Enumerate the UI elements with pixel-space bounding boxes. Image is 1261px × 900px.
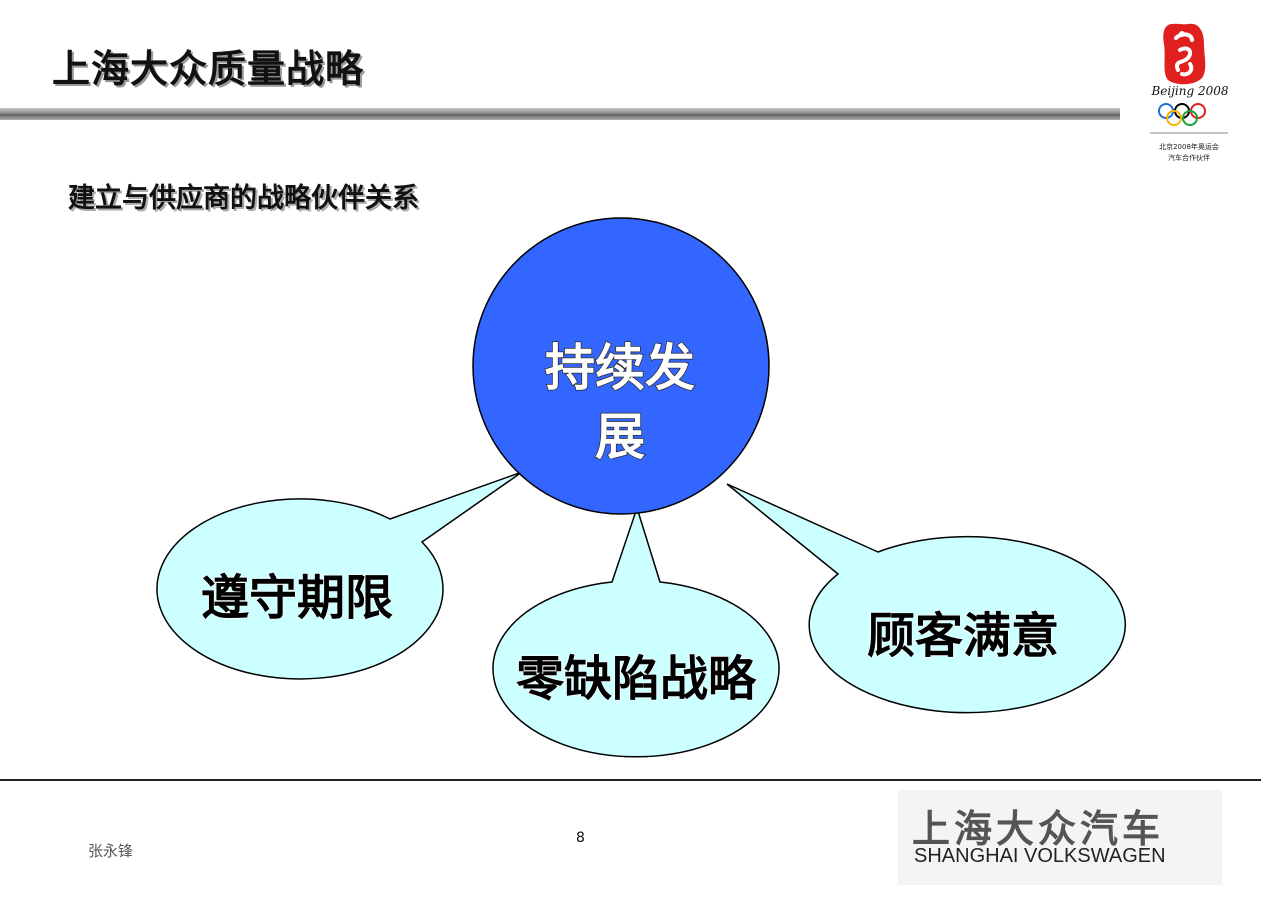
page-title: 上海大众质量战略 <box>52 47 365 91</box>
beijing-2008-olympic-emblem-icon <box>1150 23 1228 134</box>
bubble-label-deadline: 遵守期限 <box>201 570 393 626</box>
footer-divider <box>0 779 1261 781</box>
bubble-deadline-shape <box>156 471 523 680</box>
center-label-line2: 展 <box>595 408 645 466</box>
bubble-label-satisfaction: 顾客满意 <box>867 608 1059 664</box>
center-label-line1: 持续发 <box>545 339 695 397</box>
slide-subtitle: 建立与供应商的战略伙伴关系 <box>68 183 419 214</box>
bubble-satisfaction-shape <box>726 483 1126 714</box>
page-number: 8 <box>576 830 585 846</box>
brand-name-chinese: 上海大众汽车 <box>912 807 1165 851</box>
logo-caption-line2: 汽车合作伙伴 <box>1168 154 1210 162</box>
brand-logo <box>898 790 1222 885</box>
logo-caption-line1: 北京2008年奥运会 <box>1159 143 1219 151</box>
title-divider <box>0 108 1120 120</box>
logo-wordmark: Beijing 2008 <box>1151 84 1229 98</box>
logo-caption: 北京2008年奥运会 汽车合作伙伴 <box>1142 142 1236 164</box>
bubble-label-zero-defect: 零缺陷战略 <box>516 651 757 707</box>
brand-name-english: SHANGHAI VOLKSWAGEN <box>914 845 1166 867</box>
center-circle <box>472 217 770 515</box>
author-name: 张永锋 <box>88 842 134 860</box>
bubble-zero-defect-shape <box>492 505 780 758</box>
